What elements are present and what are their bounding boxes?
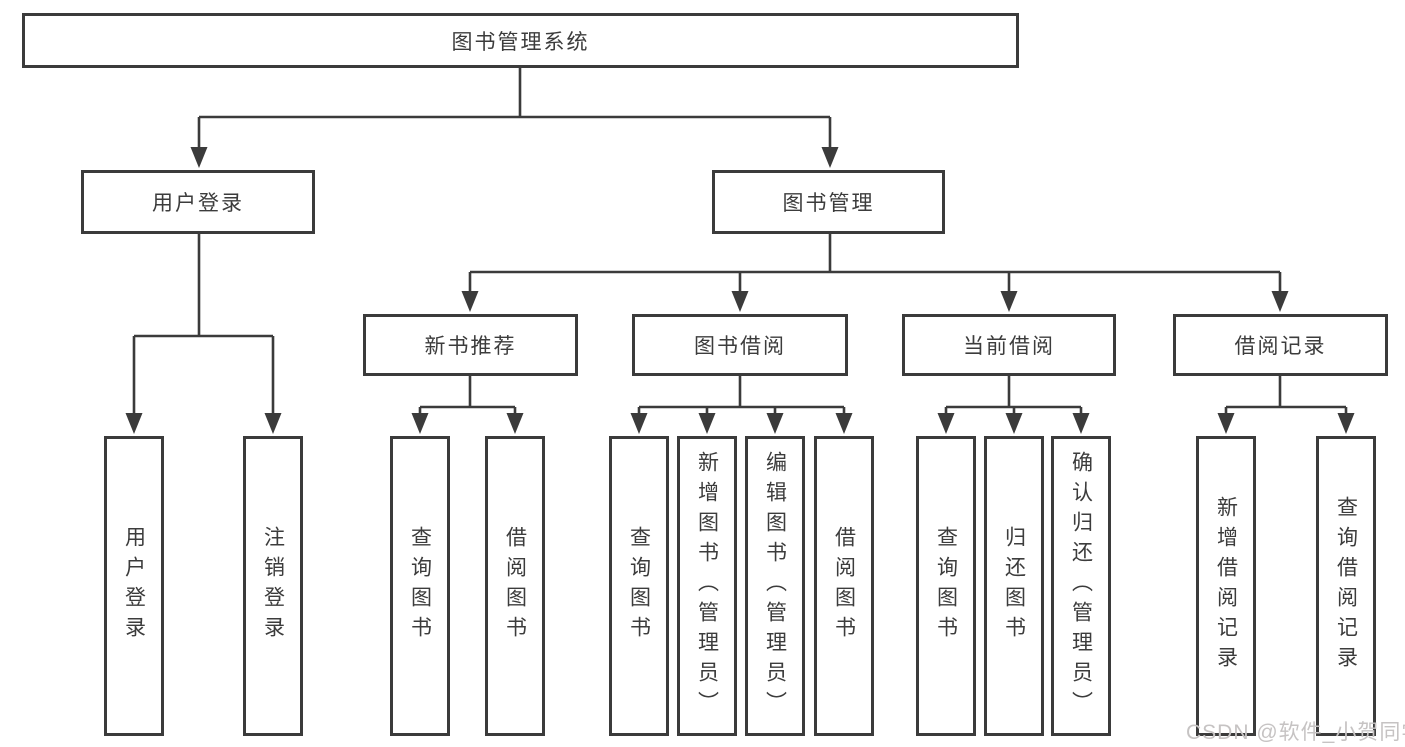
node-borrowing-records: 借阅记录 xyxy=(1173,314,1388,376)
node-label: 图书管理 xyxy=(782,192,875,215)
leaf-confirm-return-admin: 确认归还（管理员） xyxy=(1051,436,1111,736)
node-label: 借阅记录 xyxy=(1234,335,1327,358)
leaf-logout: 注销登录 xyxy=(243,436,303,736)
node-label: 图书管理系统 xyxy=(451,30,590,54)
leaf-query-borrow-record: 查询借阅记录 xyxy=(1316,436,1376,736)
leaf-add-borrow-record: 新增借阅记录 xyxy=(1196,436,1256,736)
node-label: 新增图书（管理员） xyxy=(695,451,719,721)
node-label: 归还图书 xyxy=(1002,526,1026,646)
leaf-return-books: 归还图书 xyxy=(984,436,1044,736)
node-book-borrowing: 图书借阅 xyxy=(632,314,848,376)
node-label: 新增借阅记录 xyxy=(1214,496,1238,676)
node-label: 用户登录 xyxy=(152,192,244,215)
node-label: 用户登录 xyxy=(122,526,146,646)
node-label: 借阅图书 xyxy=(503,526,527,646)
node-label: 确认归还（管理员） xyxy=(1069,451,1093,721)
connector-edges xyxy=(132,68,1348,417)
node-label: 当前借阅 xyxy=(963,335,1055,358)
node-label: 图书借阅 xyxy=(694,335,786,358)
leaf-query-books-current: 查询图书 xyxy=(916,436,976,736)
node-label: 查询借阅记录 xyxy=(1334,496,1358,676)
leaf-edit-book-admin: 编辑图书（管理员） xyxy=(745,436,805,736)
leaf-borrow-books: 借阅图书 xyxy=(814,436,874,736)
node-label: 注销登录 xyxy=(261,526,285,646)
node-label: 查询图书 xyxy=(934,526,958,646)
leaf-user-login: 用户登录 xyxy=(104,436,164,736)
leaf-query-books-recommend: 查询图书 xyxy=(390,436,450,736)
csdn-watermark: CSDN @软件_小贺同学 xyxy=(1186,721,1405,744)
node-label: 编辑图书（管理员） xyxy=(763,451,787,721)
node-current-borrowing: 当前借阅 xyxy=(902,314,1116,376)
node-new-book-recommendation: 新书推荐 xyxy=(363,314,578,376)
node-user-login: 用户登录 xyxy=(81,170,315,234)
node-label: 借阅图书 xyxy=(832,526,856,646)
leaf-add-book-admin: 新增图书（管理员） xyxy=(677,436,737,736)
node-label: 查询图书 xyxy=(408,526,432,646)
node-library-system: 图书管理系统 xyxy=(22,13,1019,68)
leaf-query-books-borrow: 查询图书 xyxy=(609,436,669,736)
node-book-management: 图书管理 xyxy=(712,170,945,234)
node-label: 查询图书 xyxy=(627,526,651,646)
leaf-borrow-books-recommend: 借阅图书 xyxy=(485,436,545,736)
node-label: 新书推荐 xyxy=(424,335,517,358)
